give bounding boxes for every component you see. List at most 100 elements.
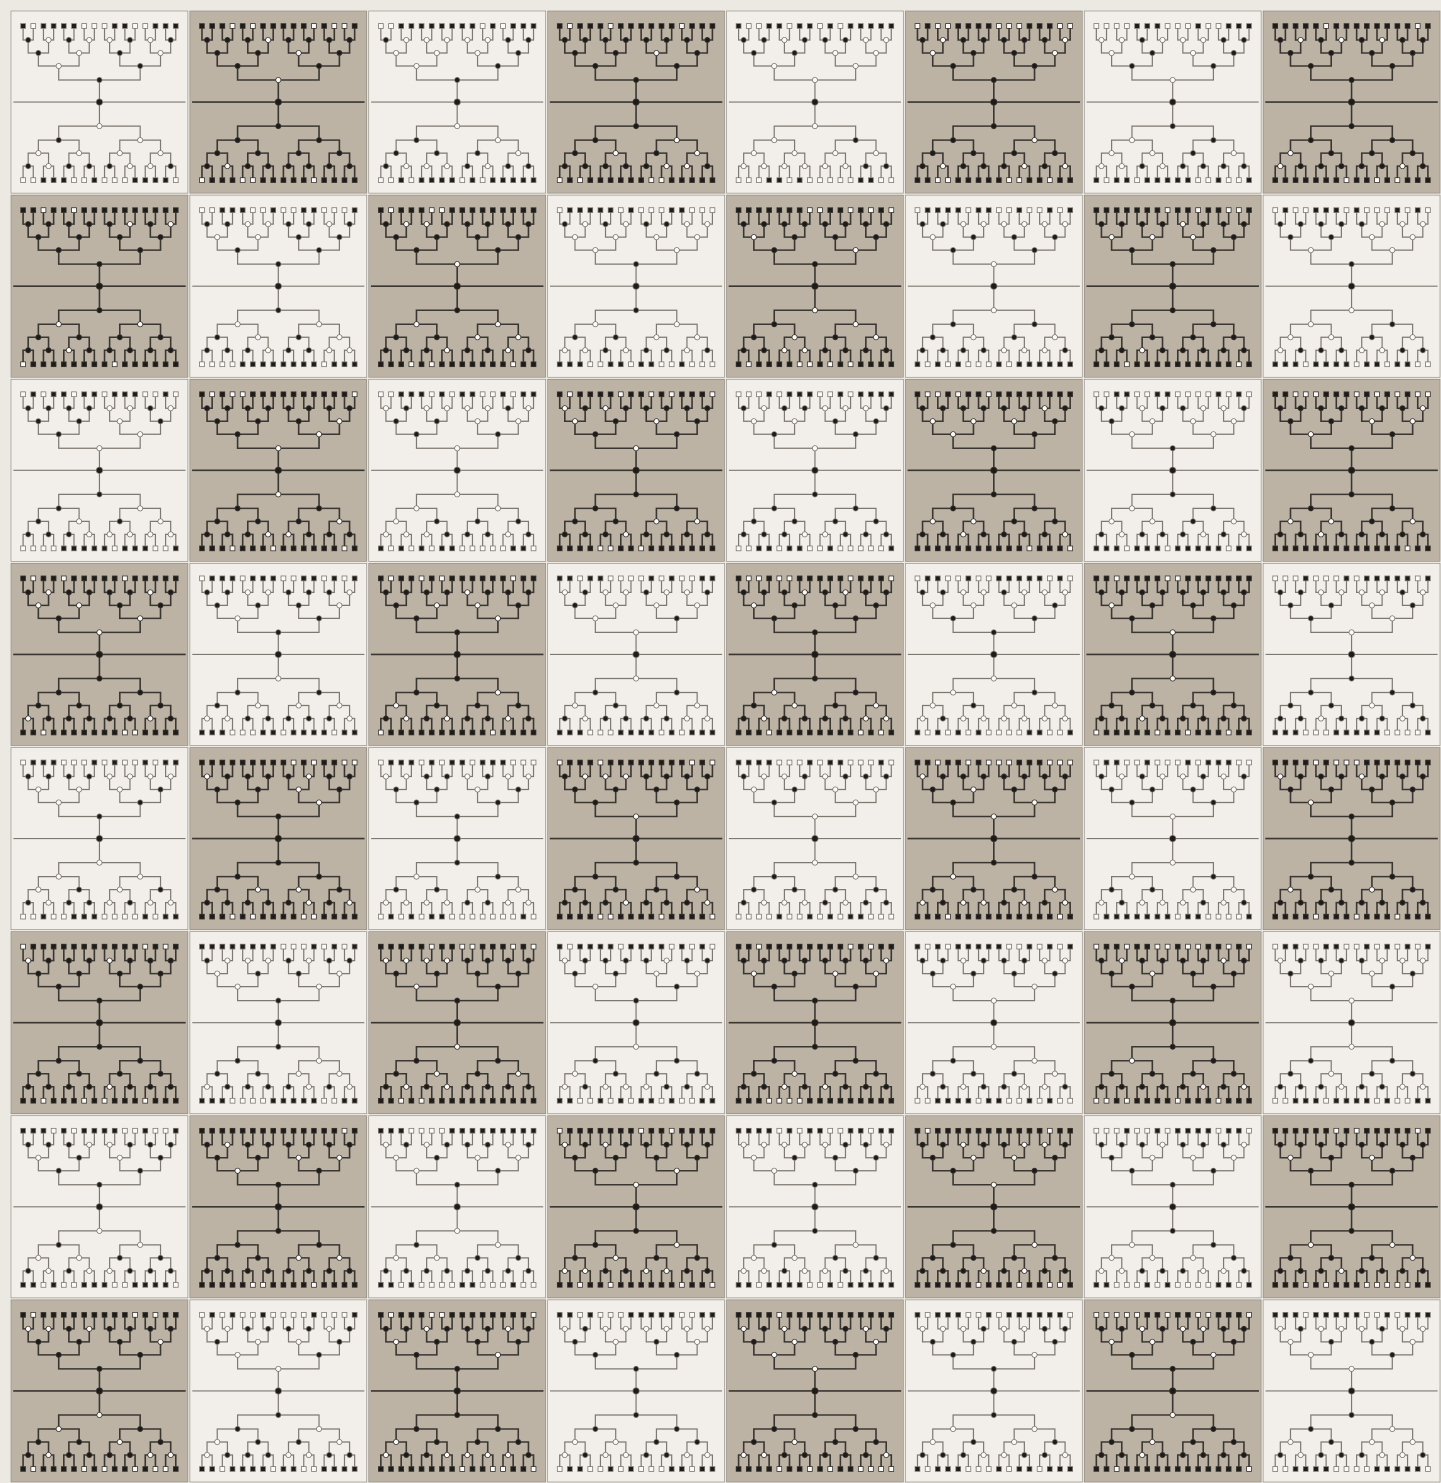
leaf-node — [322, 730, 327, 735]
branch-node — [1241, 532, 1246, 537]
leaf-node — [1196, 944, 1201, 949]
leaf-node — [389, 760, 394, 765]
branch-node — [1339, 716, 1344, 721]
leaf-node — [838, 178, 843, 183]
branch-node — [843, 716, 848, 721]
leaf-node — [1415, 730, 1420, 735]
leaf-node — [915, 546, 920, 551]
branch-node — [1369, 151, 1374, 156]
branch-node — [833, 50, 838, 55]
leaf-node — [301, 24, 306, 29]
branch-node — [276, 492, 281, 497]
branch-node — [266, 532, 271, 537]
tile-r2-c3-dark — [369, 195, 546, 377]
branch-node — [1032, 138, 1037, 143]
branch-node — [761, 222, 766, 227]
leaf-node — [1165, 730, 1170, 735]
branch-node — [583, 164, 588, 169]
branch-node — [434, 151, 439, 156]
leaf-node — [578, 914, 583, 919]
branch-node — [245, 590, 250, 595]
leaf-node — [1104, 944, 1109, 949]
branch-node — [475, 703, 480, 708]
leaf-node — [1426, 730, 1431, 735]
leaf-node — [82, 1282, 87, 1287]
branch-node — [1359, 774, 1364, 779]
branch-node — [46, 716, 51, 721]
branch-node — [1400, 774, 1405, 779]
leaf-node — [1334, 576, 1339, 581]
branch-node — [593, 1058, 598, 1063]
leaf-node — [511, 1098, 516, 1103]
leaf-node — [41, 576, 46, 581]
branch-node — [1298, 1084, 1303, 1089]
branch-node — [1231, 787, 1236, 792]
leaf-node — [679, 208, 684, 213]
leaf-node — [710, 760, 715, 765]
leaf-node — [1155, 944, 1160, 949]
leaf-node — [51, 1098, 56, 1103]
leaf-node — [153, 914, 158, 919]
branch-node — [695, 519, 700, 524]
leaf-node — [281, 546, 286, 551]
leaf-node — [210, 178, 215, 183]
branch-node — [1129, 138, 1134, 143]
leaf-node — [440, 730, 445, 735]
leaf-node — [82, 914, 87, 919]
branch-node — [1221, 958, 1226, 963]
branch-node — [991, 308, 996, 313]
leaf-node — [271, 730, 276, 735]
branch-node — [215, 1071, 220, 1076]
branch-node — [526, 406, 531, 411]
leaf-node — [557, 760, 562, 765]
leaf-node — [1104, 178, 1109, 183]
leaf-node — [72, 362, 77, 367]
leaf-node — [1364, 208, 1369, 213]
leaf-node — [291, 392, 296, 397]
leaf-node — [889, 178, 894, 183]
leaf-node — [1273, 730, 1278, 735]
branch-node — [66, 1142, 71, 1147]
leaf-node — [1196, 760, 1201, 765]
branch-node — [853, 506, 858, 511]
branch-node — [465, 900, 470, 905]
branch-node — [613, 887, 618, 892]
branch-node — [633, 77, 638, 82]
branch-node — [516, 50, 521, 55]
leaf-node — [1354, 546, 1359, 551]
leaf-node — [1354, 730, 1359, 735]
leaf-node — [1027, 944, 1032, 949]
branch-node — [1318, 348, 1323, 353]
branch-node — [654, 151, 659, 156]
leaf-node — [787, 208, 792, 213]
branch-node — [1211, 690, 1216, 695]
branch-node — [306, 1084, 311, 1089]
leaf-node — [332, 362, 337, 367]
branch-node — [107, 348, 112, 353]
branch-node — [404, 900, 409, 905]
branch-node — [853, 616, 858, 621]
leaf-node — [501, 178, 506, 183]
leaf-node — [1104, 1098, 1109, 1103]
branch-node — [1201, 900, 1206, 905]
tile-r2-c5-dark — [727, 195, 904, 377]
leaf-node — [797, 24, 802, 29]
branch-node — [1329, 519, 1334, 524]
branch-node — [87, 222, 92, 227]
leaf-node — [608, 1098, 613, 1103]
leaf-node — [1283, 730, 1288, 735]
leaf-node — [378, 760, 383, 765]
leaf-node — [210, 576, 215, 581]
branch-node — [884, 900, 889, 905]
leaf-node — [858, 546, 863, 551]
leaf-node — [291, 760, 296, 765]
branch-node — [46, 348, 51, 353]
branch-node — [245, 774, 250, 779]
leaf-node — [966, 178, 971, 183]
branch-node — [1390, 984, 1395, 989]
leaf-node — [143, 178, 148, 183]
leaf-node — [1385, 546, 1390, 551]
branch-node — [107, 958, 112, 963]
branch-node — [1211, 984, 1216, 989]
branch-node — [1241, 164, 1246, 169]
